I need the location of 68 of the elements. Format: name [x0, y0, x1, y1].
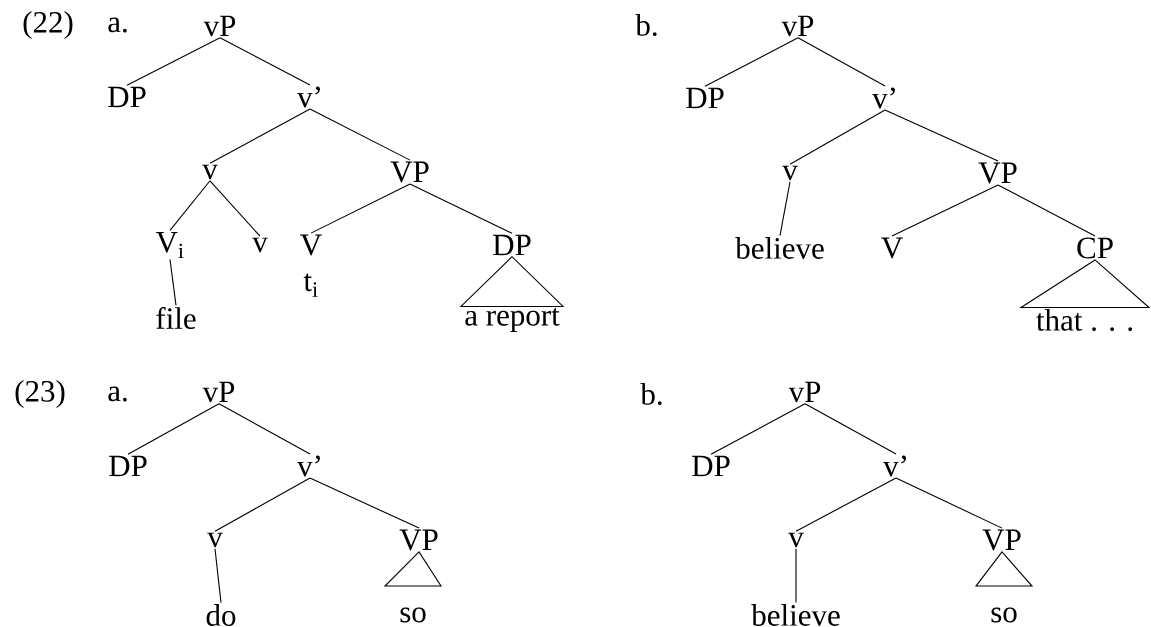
tree-label: DP [686, 87, 724, 109]
branch-line [997, 184, 1096, 237]
branch-line [169, 180, 211, 231]
branch-line [309, 477, 420, 529]
branch-line [126, 37, 221, 86]
branch-line [214, 477, 311, 532]
tree-label: v’ [297, 455, 320, 477]
tree-label: v’ [297, 86, 320, 108]
branch-line [884, 109, 999, 162]
tree-label: VP [978, 162, 1017, 184]
triangle-branch [383, 551, 442, 587]
branch-line [409, 183, 513, 234]
tree-label: V [300, 234, 322, 256]
tree-label: v [252, 237, 268, 253]
tree-label: v [207, 532, 223, 548]
tree-label: VP [982, 529, 1021, 551]
branch-line [779, 181, 791, 237]
branch-line [219, 37, 311, 86]
tree-label: a report [465, 308, 560, 333]
tree-label: DP [109, 455, 147, 477]
tree-label: believe [751, 604, 840, 626]
branch-line [704, 37, 799, 87]
branch-line [804, 403, 897, 455]
branch-line [214, 548, 222, 604]
trace-label: t$_{i}$ [303, 273, 318, 297]
tree-label: DP [692, 455, 730, 477]
branch-line [209, 180, 261, 237]
branch-line [895, 477, 1003, 529]
tree-label: v [782, 165, 798, 181]
tree-label: CP [1077, 237, 1113, 259]
tree-label: V$_{i}$ [155, 231, 184, 259]
branch-line [710, 403, 806, 455]
tree-label: do [206, 604, 236, 626]
branch-line [209, 108, 311, 164]
branch-line [891, 184, 999, 237]
branch-line [789, 109, 886, 165]
example-number: a. [108, 386, 127, 402]
tree-label: that . . . [1036, 309, 1133, 331]
branch-line [218, 403, 311, 455]
tree-label: DP [493, 234, 531, 256]
example-number: b. [640, 383, 662, 405]
example-number: (22) [23, 10, 73, 40]
tree-label: file [156, 306, 196, 330]
tree-label: vP [202, 381, 235, 403]
branch-line [795, 477, 897, 532]
branch-line [795, 548, 797, 604]
tree-label: vP [781, 15, 814, 37]
tree-label: v [788, 532, 804, 548]
tree-label: v [202, 164, 218, 180]
tree-label: VP [399, 529, 438, 551]
tree-label: v’ [883, 455, 906, 477]
branch-line [169, 259, 177, 306]
branch-line [127, 403, 220, 455]
tree-label: believe [735, 237, 824, 259]
example-number: a. [108, 17, 127, 33]
example-number: (23) [15, 379, 65, 409]
tree-label: V [881, 237, 903, 259]
branch-line [310, 183, 411, 234]
branch-line [797, 37, 886, 87]
tree-label: VP [390, 161, 429, 183]
tree-label: so [991, 607, 1017, 623]
branch-line [309, 108, 411, 161]
tree-label: vP [203, 15, 236, 37]
tree-label: DP [108, 86, 146, 108]
example-number: b. [635, 14, 657, 36]
tree-label: so [400, 607, 426, 623]
tree-label: v’ [872, 87, 895, 109]
tree-label: vP [788, 381, 821, 403]
